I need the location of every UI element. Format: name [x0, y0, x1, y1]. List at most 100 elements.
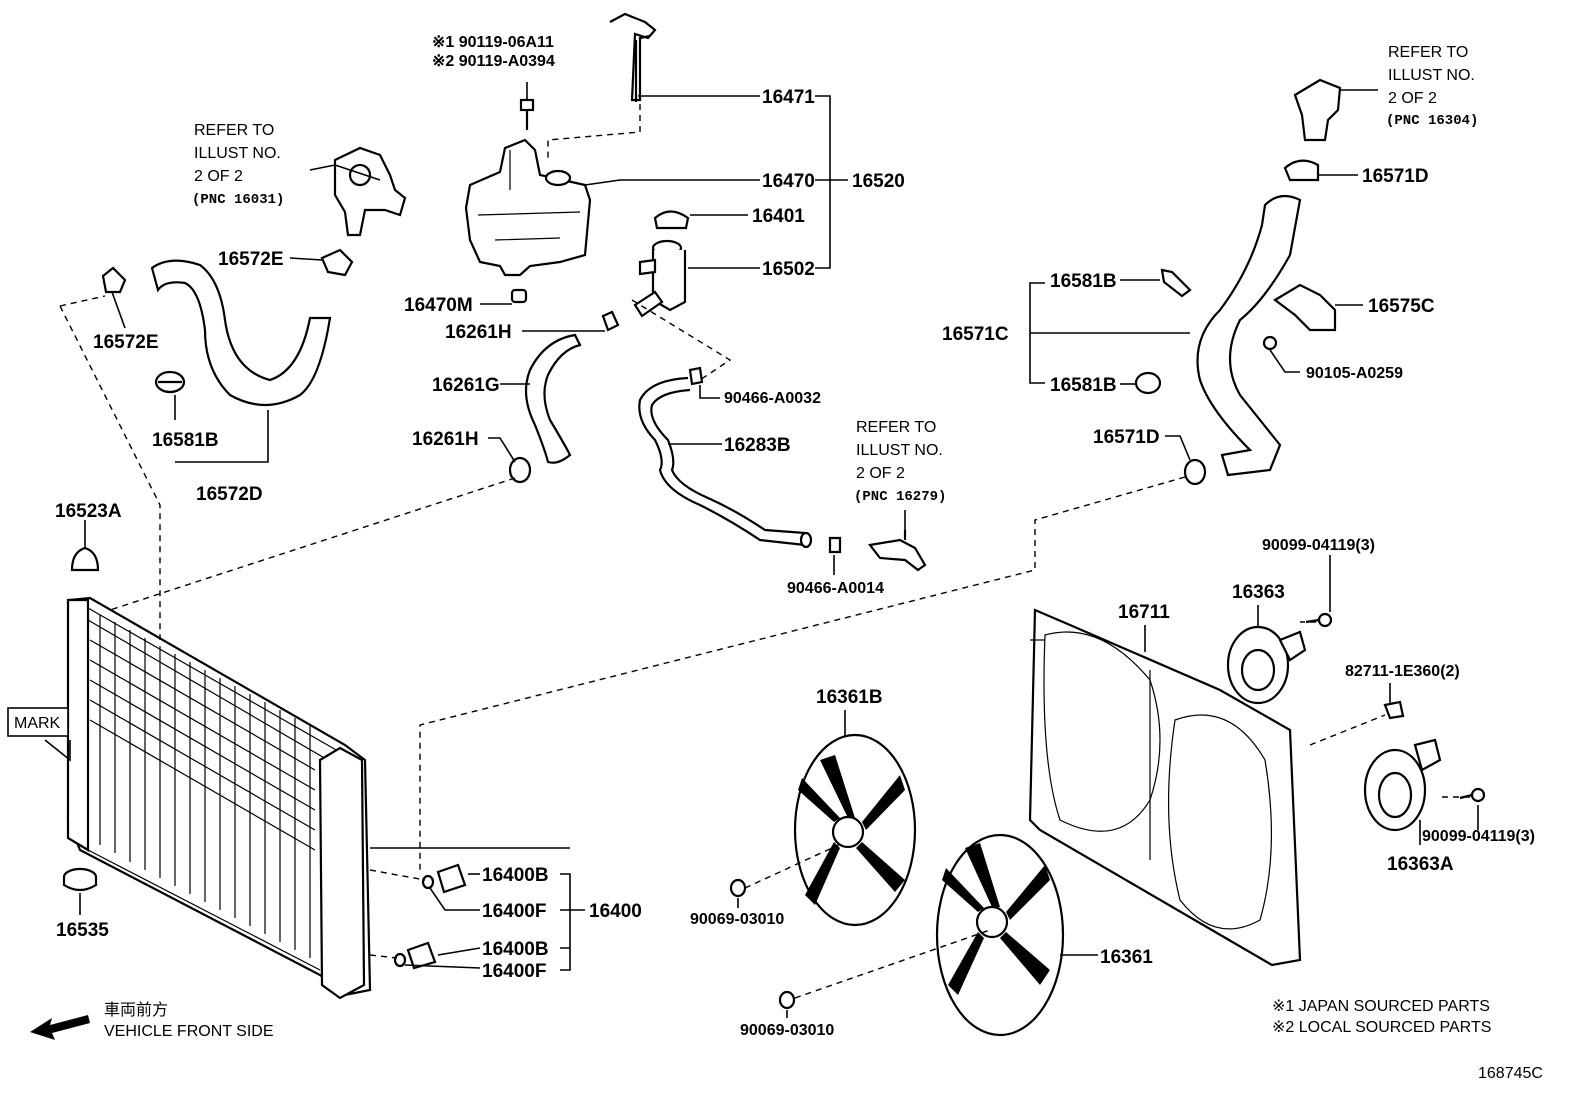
diagram-id: 168745C	[1478, 1065, 1543, 1082]
label-16363A: 16363A	[1387, 854, 1454, 875]
svg-text:REFER TO: REFER TO	[194, 122, 274, 139]
reservoir-cap[interactable]	[653, 210, 690, 230]
label-16400B-upper: 16400B	[482, 865, 549, 886]
label-82711-1E360: 82711-1E360(2)	[1345, 663, 1460, 680]
label-16571D-lower: 16571D	[1093, 427, 1160, 448]
label-16471: 16471	[762, 87, 815, 108]
leader-lines	[44, 82, 1479, 1018]
vehicle-front-indicator: 車両前方 VEHICLE FRONT SIDE	[30, 1001, 274, 1040]
label-16261G: 16261G	[432, 375, 500, 396]
label-16400B-lower: 16400B	[482, 939, 549, 960]
front-jp-label: 車両前方	[104, 1001, 168, 1019]
pressure-cap-fitting[interactable]	[633, 239, 687, 318]
label-16502: 16502	[762, 259, 815, 280]
fan-motor-16363A[interactable]	[1363, 738, 1442, 832]
hose-16261G[interactable]	[524, 333, 582, 464]
bolt-variant-2-label: ※2 90119-A0394	[432, 53, 555, 70]
clip-16572E-left[interactable]	[101, 266, 127, 294]
fitting-to-hose-dash	[631, 299, 732, 381]
label-16400F-upper: 16400F	[482, 901, 546, 922]
label-90069-upper: 90069-03010	[690, 911, 784, 928]
label-16572E-left: 16572E	[93, 332, 159, 353]
label-16581B-upper: 16581B	[1050, 271, 1117, 292]
radiator-cushion-16523A[interactable]	[70, 546, 100, 572]
pipe-to-tank-dash	[547, 104, 641, 160]
drain-plug-16400B-upper[interactable]	[436, 863, 467, 894]
label-90105-A0259: 90105-A0259	[1306, 365, 1403, 382]
clamp-16581B-left[interactable]	[154, 370, 186, 394]
radiator[interactable]	[66, 596, 372, 1000]
o-ring-16400F-upper[interactable]	[421, 874, 435, 890]
hose-16571C[interactable]	[1196, 194, 1302, 477]
hose-16572D[interactable]	[150, 259, 332, 406]
ref-16031: REFER TO ILLUST NO. 2 OF 2 (PNC 16031)	[192, 122, 284, 208]
label-90099-upper: 90099-04119(3)	[1262, 537, 1375, 554]
label-16572D: 16572D	[196, 484, 263, 505]
clip-16572E-top[interactable]	[320, 248, 354, 277]
svg-text:ILLUST NO.: ILLUST NO.	[1388, 67, 1475, 84]
clip-16581B-upper[interactable]	[1160, 268, 1192, 298]
label-16535: 16535	[56, 920, 109, 941]
screw-90099-lower[interactable]	[1459, 787, 1486, 803]
reservoir-tank[interactable]	[464, 138, 592, 304]
water-outlet-16304[interactable]	[1293, 78, 1342, 142]
label-16572E-top: 16572E	[218, 249, 284, 270]
clamp-16261H-upper[interactable]	[601, 310, 620, 332]
hose-16283B[interactable]	[638, 376, 813, 549]
label-16581B-left: 16581B	[152, 430, 219, 451]
front-arrow-icon	[30, 1015, 90, 1040]
clamp-16581B-lower[interactable]	[1134, 371, 1162, 395]
part-labels: ※1 90119-06A11 ※2 90119-A0394 16471 1647…	[55, 34, 1535, 1039]
clip-90466-A0032[interactable]	[688, 366, 704, 386]
water-valve-16279[interactable]	[868, 530, 927, 572]
svg-text:2 OF 2: 2 OF 2	[1388, 90, 1437, 107]
ref-16304: REFER TO ILLUST NO. 2 OF 2 (PNC 16304)	[1386, 44, 1478, 129]
assembly-dash-lines	[59, 295, 1470, 999]
label-16401: 16401	[752, 206, 805, 227]
clamp-16571D-lower[interactable]	[1183, 458, 1207, 486]
ref-16279: REFER TO ILLUST NO. 2 OF 2 (PNC 16279)	[854, 419, 946, 505]
clamp-16261H-lower[interactable]	[508, 456, 532, 484]
svg-text:ILLUST NO.: ILLUST NO.	[856, 442, 943, 459]
nut-90069-upper[interactable]	[729, 878, 747, 898]
svg-text:(PNC 16031): (PNC 16031)	[192, 192, 284, 208]
nut-90069-lower[interactable]	[778, 990, 796, 1010]
svg-text:REFER TO: REFER TO	[1388, 44, 1468, 61]
label-16575C: 16575C	[1368, 296, 1435, 317]
overflow-pipe[interactable]	[609, 12, 657, 102]
bolt-90105-A0259[interactable]	[1262, 335, 1278, 351]
label-16711: 16711	[1118, 602, 1170, 623]
label-90466-A0014: 90466-A0014	[787, 580, 884, 597]
label-16363: 16363	[1232, 582, 1285, 603]
svg-text:REFER TO: REFER TO	[856, 419, 936, 436]
thermostat-housing-16031[interactable]	[333, 146, 407, 237]
label-16261H-lower: 16261H	[412, 429, 479, 450]
label-16470: 16470	[762, 171, 815, 192]
label-16520: 16520	[852, 171, 905, 192]
radiator-cushion-16535[interactable]	[62, 867, 98, 892]
label-16283B: 16283B	[724, 435, 791, 456]
note-japan: ※1 JAPAN SOURCED PARTS	[1272, 998, 1490, 1015]
drain-plug-16400B-lower[interactable]	[406, 941, 437, 970]
clamp-16571D-top[interactable]	[1283, 159, 1320, 182]
fan-motor-16363[interactable]	[1226, 625, 1307, 705]
label-90099-lower: 90099-04119(3)	[1422, 828, 1535, 845]
fan-16361[interactable]	[935, 833, 1065, 1037]
bolt-variant-1-label: ※1 90119-06A11	[432, 34, 554, 51]
clip-90466-A0014[interactable]	[828, 536, 842, 554]
fan-shroud-16711[interactable]	[1028, 608, 1302, 967]
o-ring-16400F-lower[interactable]	[393, 952, 407, 968]
label-16400: 16400	[589, 901, 642, 922]
bracket-16575C[interactable]	[1273, 283, 1337, 332]
label-16470M: 16470M	[404, 295, 473, 316]
label-16571D-top: 16571D	[1362, 166, 1429, 187]
clip-82711-1E360[interactable]	[1383, 700, 1405, 720]
reservoir-bolt[interactable]	[519, 98, 535, 130]
label-90466-A0032: 90466-A0032	[724, 390, 821, 407]
screw-90099-upper[interactable]	[1305, 612, 1333, 628]
svg-text:(PNC 16304): (PNC 16304)	[1386, 113, 1478, 129]
label-16261H-upper: 16261H	[445, 322, 512, 343]
fan-16361B[interactable]	[793, 733, 917, 927]
